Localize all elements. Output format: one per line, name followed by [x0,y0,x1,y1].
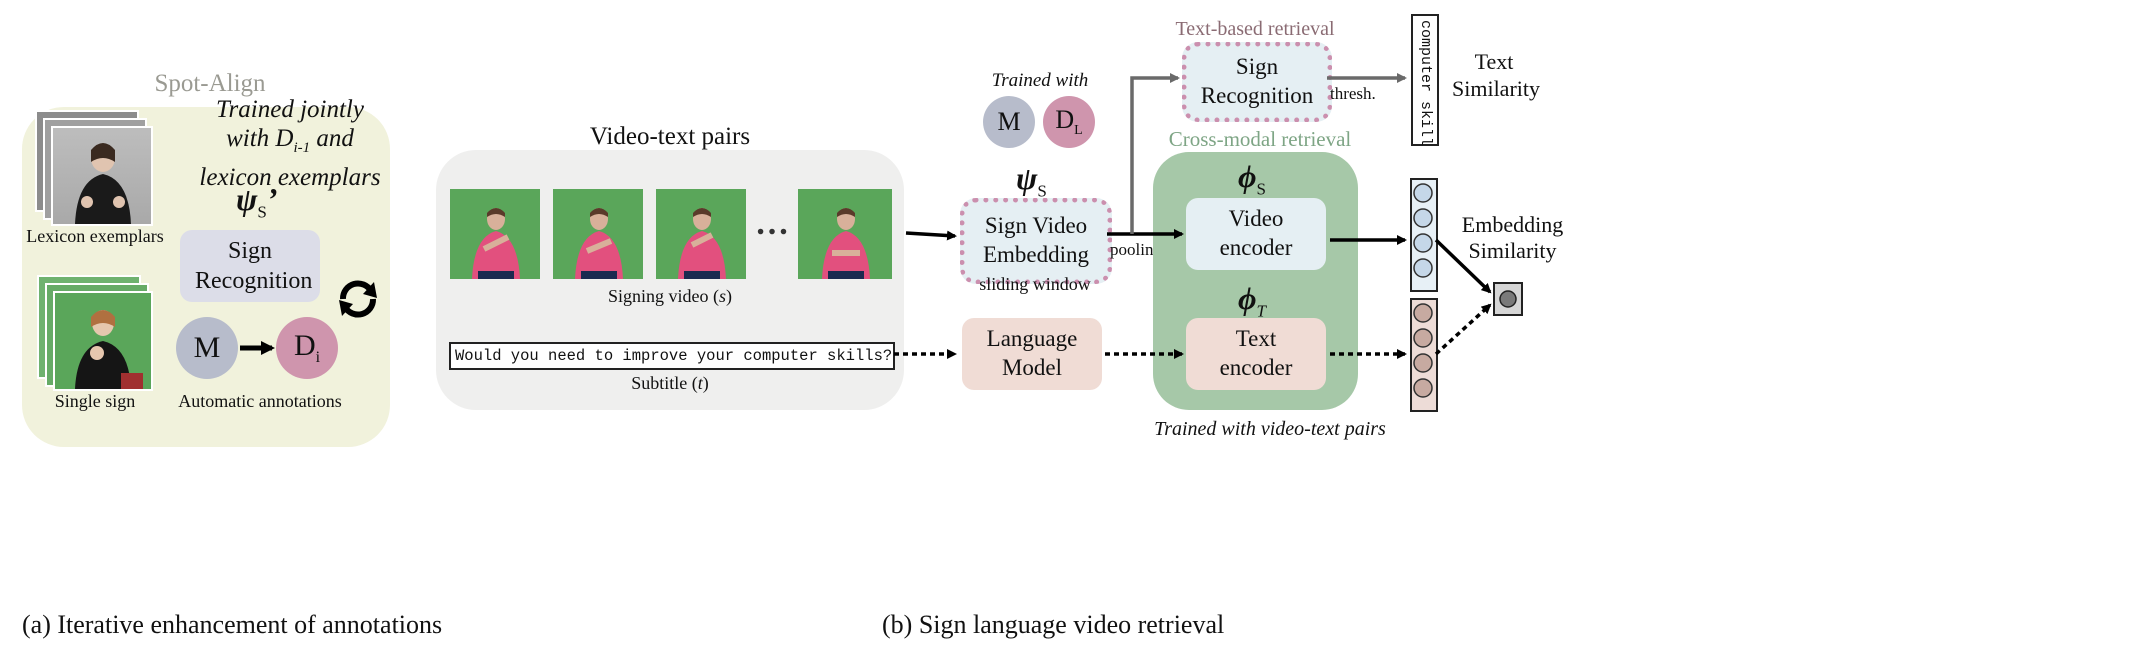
dl-sub: L [1074,123,1083,139]
phi-t-sub: T [1256,301,1266,321]
d-label: D [293,329,316,362]
trained-line-2-sub: i-1 [293,140,311,156]
signer-pink-icon [472,208,520,279]
trained-line-2: with Di-1 and [190,124,390,163]
video-frame-3 [656,189,746,279]
automatic-annotations-caption: Automatic annotations [178,391,342,411]
phi-t-symbol: ϕT [1238,280,1266,321]
frames-ellipsis: … [755,205,789,242]
subtitle-text-box: Would you need to improve your computer … [449,342,895,370]
pooling-label: pooling [1110,240,1162,259]
video-encoder-box: Video encoder [1186,198,1326,270]
thresh-label: thresh. [1330,84,1376,103]
computer-skill-text: computer skill [1417,20,1434,147]
subtitle-caption-pre: Subtitle ( [631,373,698,393]
lexicon-exemplar-image [51,126,153,226]
phi-symbol-t: ϕ [1238,280,1257,316]
trained-line-2-post: and [310,125,354,152]
sign-recognition-box-a: Sign Recognition [180,230,320,302]
psi-prime: ’ [266,181,278,217]
language-model-box: Language Model [962,318,1102,390]
text-based-retrieval-title: Text-based retrieval [1175,18,1335,40]
video-frame-4 [798,189,892,279]
text-encoder-box: Text encoder [1186,318,1326,390]
single-sign-caption: Single sign [54,391,136,411]
psi-sub: S [257,202,267,222]
video-encoder-label: Video encoder [1219,206,1293,260]
signer-silhouette-icon [75,143,131,224]
language-model-label: Language Model [986,326,1078,380]
psi-sub-b: S [1037,181,1047,201]
text-vector-dots [1413,303,1433,398]
spot-align-title: Spot-Align [154,70,266,97]
signing-caption-post: ) [726,286,732,306]
psi-symbol-b: ψ [1016,160,1038,196]
trained-with-pairs-label: Trained with video-text pairs [1154,418,1386,440]
computer-skill-output: computer skill [1411,14,1439,146]
phi-symbol-s: ϕ [1238,158,1257,194]
psi-s-symbol: ψS [1016,160,1047,201]
panel-a: Spot-Align Lexicon exemplars Single sign… [0,0,560,652]
d-i-circle: Di [276,317,338,379]
sign-video-embedding-label: Sign Video Embedding [982,213,1090,267]
sign-recognition-label: Sign Recognition [195,238,313,294]
sign-video-embedding-box: Sign Video Embedding [960,198,1112,284]
trained-line-2-pre: with D [226,125,294,152]
subtitle-caption-post: ) [702,373,709,393]
text-encoder-label: Text encoder [1219,326,1293,380]
embedding-to-recognition-line [1130,73,1180,234]
signer-pink-icon [822,208,870,279]
refresh-cycle-icon [339,280,377,318]
phi-s-sub: S [1256,179,1266,199]
sliding-window-label: sliding window [979,274,1091,294]
cross-modal-retrieval-title: Cross-modal retrieval [1168,127,1352,151]
phi-s-symbol: ϕS [1238,158,1266,199]
trained-line-1: Trained jointly [216,96,364,123]
signing-video-caption: Signing video (s) [580,286,760,307]
embedding-similarity-label: Embedding Similarity [1461,212,1564,263]
signing-caption-pre: Signing video ( [607,286,719,306]
video-vector-dots [1413,183,1433,278]
subtitle-caption-var: t [697,373,703,393]
m-label-b: M [997,107,1021,136]
video-to-embedding-arrow [905,230,957,241]
panel-a-caption: (a) Iterative enhancement of annotations [22,610,443,639]
psi-symbol: ψ [236,181,258,217]
video-frame-1 [450,189,540,279]
lexicon-exemplars-caption: Lexicon exemplars [26,226,164,246]
trained-jointly-text: Trained jointly with Di-1 and lexicon ex… [190,95,390,192]
d-i-text: Di [294,329,320,367]
m-circle-a: M [176,317,238,379]
single-sign-image [53,291,153,391]
video-frame-2 [553,189,643,279]
sign-recognition-label-b: Sign Recognition [1200,54,1314,108]
trained-line-3: lexicon exemplars [199,164,381,191]
d-l-circle: DL [1043,96,1095,148]
m-circle-b: M [983,96,1035,148]
d-l-text: DL [1055,105,1082,139]
signer-pink-icon [678,208,726,279]
subtitle-caption: Subtitle (t) [580,373,760,394]
sign-recognition-box-b: Sign Recognition [1182,42,1332,122]
text-vector-to-sim-arrow [1434,303,1492,356]
psi-s-prime-symbol: ψS’ [236,181,278,222]
panel-b-caption: (b) Sign language video retrieval [882,610,1225,639]
trained-with-label: Trained with [991,70,1089,91]
d-sub: i [315,349,321,366]
text-similarity-label: Text Similarity [1452,49,1540,101]
similarity-dot [1499,290,1517,308]
signing-caption-var: s [718,286,726,306]
video-vector-to-sim-arrow [1434,238,1492,294]
signer-silhouette-icon [75,310,143,389]
video-text-pairs-title: Video-text pairs [589,123,751,150]
signer-pink-icon [575,208,623,279]
m-label: M [193,331,221,364]
dl-label: D [1055,104,1075,134]
